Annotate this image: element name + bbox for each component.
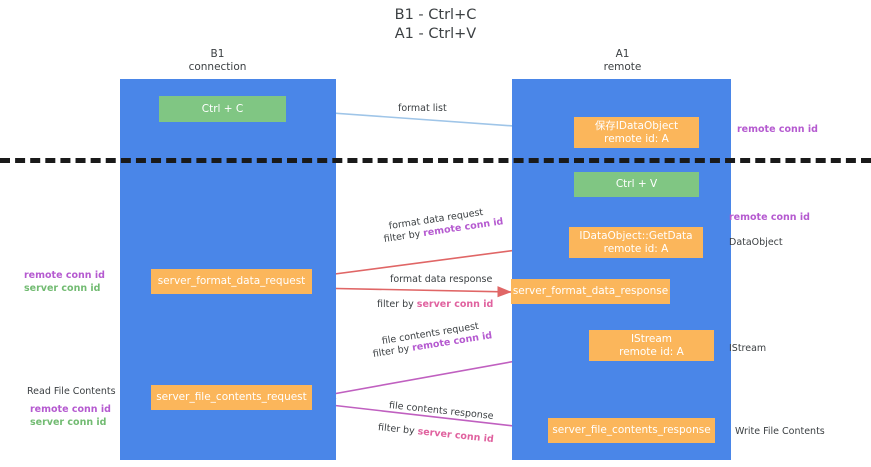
box-server-file-contents-request[interactable]: server_file_contents_request	[151, 385, 312, 410]
phase-divider	[0, 158, 871, 163]
box-server-format-data-request[interactable]: server_format_data_request	[151, 269, 312, 294]
annotation-right-write-file-contents: Write File Contents	[735, 425, 825, 438]
box-idataobject-getdata[interactable]: IDataObject::GetData remote id: A	[569, 227, 703, 258]
annotation-remote-conn-id: remote conn id	[24, 270, 105, 281]
box-ctrl-v-label: Ctrl + V	[615, 178, 658, 190]
column-header-a1: A1 remote	[555, 48, 690, 74]
box-istream-remote-id: remote id: A	[619, 345, 684, 358]
column-b1-name: B1	[210, 48, 225, 60]
edge-label-format-data-response-filter: filter by server conn id	[377, 299, 493, 311]
annotation-text: remote conn id	[729, 212, 810, 223]
annotation-text: remote conn id	[737, 124, 818, 135]
annotation-text: DataObject	[729, 237, 783, 248]
annotation-left-mid-conn-ids: remote conn id server conn id	[24, 269, 105, 295]
title-line-2: A1 - Ctrl+V	[394, 26, 477, 42]
filter-key-server-conn-id: server conn id	[416, 299, 494, 310]
box-server-file-contents-request-label: server_file_contents_request	[156, 391, 307, 403]
box-server-format-data-request-label: server_format_data_request	[157, 275, 306, 287]
annotation-text: IStream	[729, 343, 767, 354]
edge-format-data-response	[311, 286, 512, 298]
box-server-file-contents-response-label: server_file_contents_response	[552, 424, 711, 436]
annotation-right-mid-remote-conn-id: remote conn id	[729, 211, 810, 224]
annotation-server-conn-id: server conn id	[30, 417, 107, 428]
annotation-right-dataobject: DataObject	[729, 236, 783, 249]
box-server-format-data-response[interactable]: server_format_data_response	[511, 279, 670, 304]
column-a1-sub: remote	[603, 61, 642, 73]
edge-file-contents-response	[321, 403, 550, 435]
column-b1-sub: connection	[188, 61, 247, 73]
annotation-right-istream: IStream	[729, 342, 766, 355]
annotation-left-bottom-conn-ids: remote conn id server conn id	[30, 403, 111, 429]
box-ctrl-c-label: Ctrl + C	[201, 102, 244, 115]
box-server-file-contents-response[interactable]: server_file_contents_response	[548, 418, 715, 443]
box-idataobject-getdata-label: IDataObject::GetData	[579, 229, 693, 242]
filter-prefix: filter by	[377, 299, 417, 310]
box-save-idataobject-remote-id: remote id: A	[604, 132, 669, 145]
diagram-title: B1 - Ctrl+C A1 - Ctrl+V	[0, 6, 871, 44]
title-line-1: B1 - Ctrl+C	[394, 7, 477, 23]
box-server-format-data-response-label: server_format_data_response	[512, 285, 669, 297]
edge-label-format-data-response: format data response	[390, 274, 492, 286]
annotation-text: Read File Contents	[27, 386, 116, 397]
annotation-left-read-file-contents: Read File Contents	[27, 385, 116, 398]
column-a1-name: A1	[615, 48, 630, 60]
box-idataobject-getdata-remote-id: remote id: A	[603, 242, 669, 255]
box-save-idataobject[interactable]: 保存IDataObject remote id: A	[574, 117, 699, 148]
box-ctrl-v[interactable]: Ctrl + V	[574, 172, 699, 197]
edge-label-format-list: format list	[398, 103, 447, 115]
box-ctrl-c[interactable]: Ctrl + C	[159, 96, 286, 122]
annotation-remote-conn-id: remote conn id	[30, 404, 111, 415]
edge-label-format-list-text: format list	[398, 103, 447, 114]
box-save-idataobject-label: 保存IDataObject	[594, 119, 679, 132]
annotation-right-top-remote-conn-id: remote conn id	[737, 123, 818, 136]
column-header-b1: B1 connection	[150, 48, 285, 74]
annotation-server-conn-id: server conn id	[24, 283, 101, 294]
box-istream-label: IStream	[630, 332, 673, 345]
annotation-text: Write File Contents	[735, 426, 825, 437]
box-istream[interactable]: IStream remote id: A	[589, 330, 714, 361]
edge-label-format-data-response-text: format data response	[390, 274, 493, 285]
